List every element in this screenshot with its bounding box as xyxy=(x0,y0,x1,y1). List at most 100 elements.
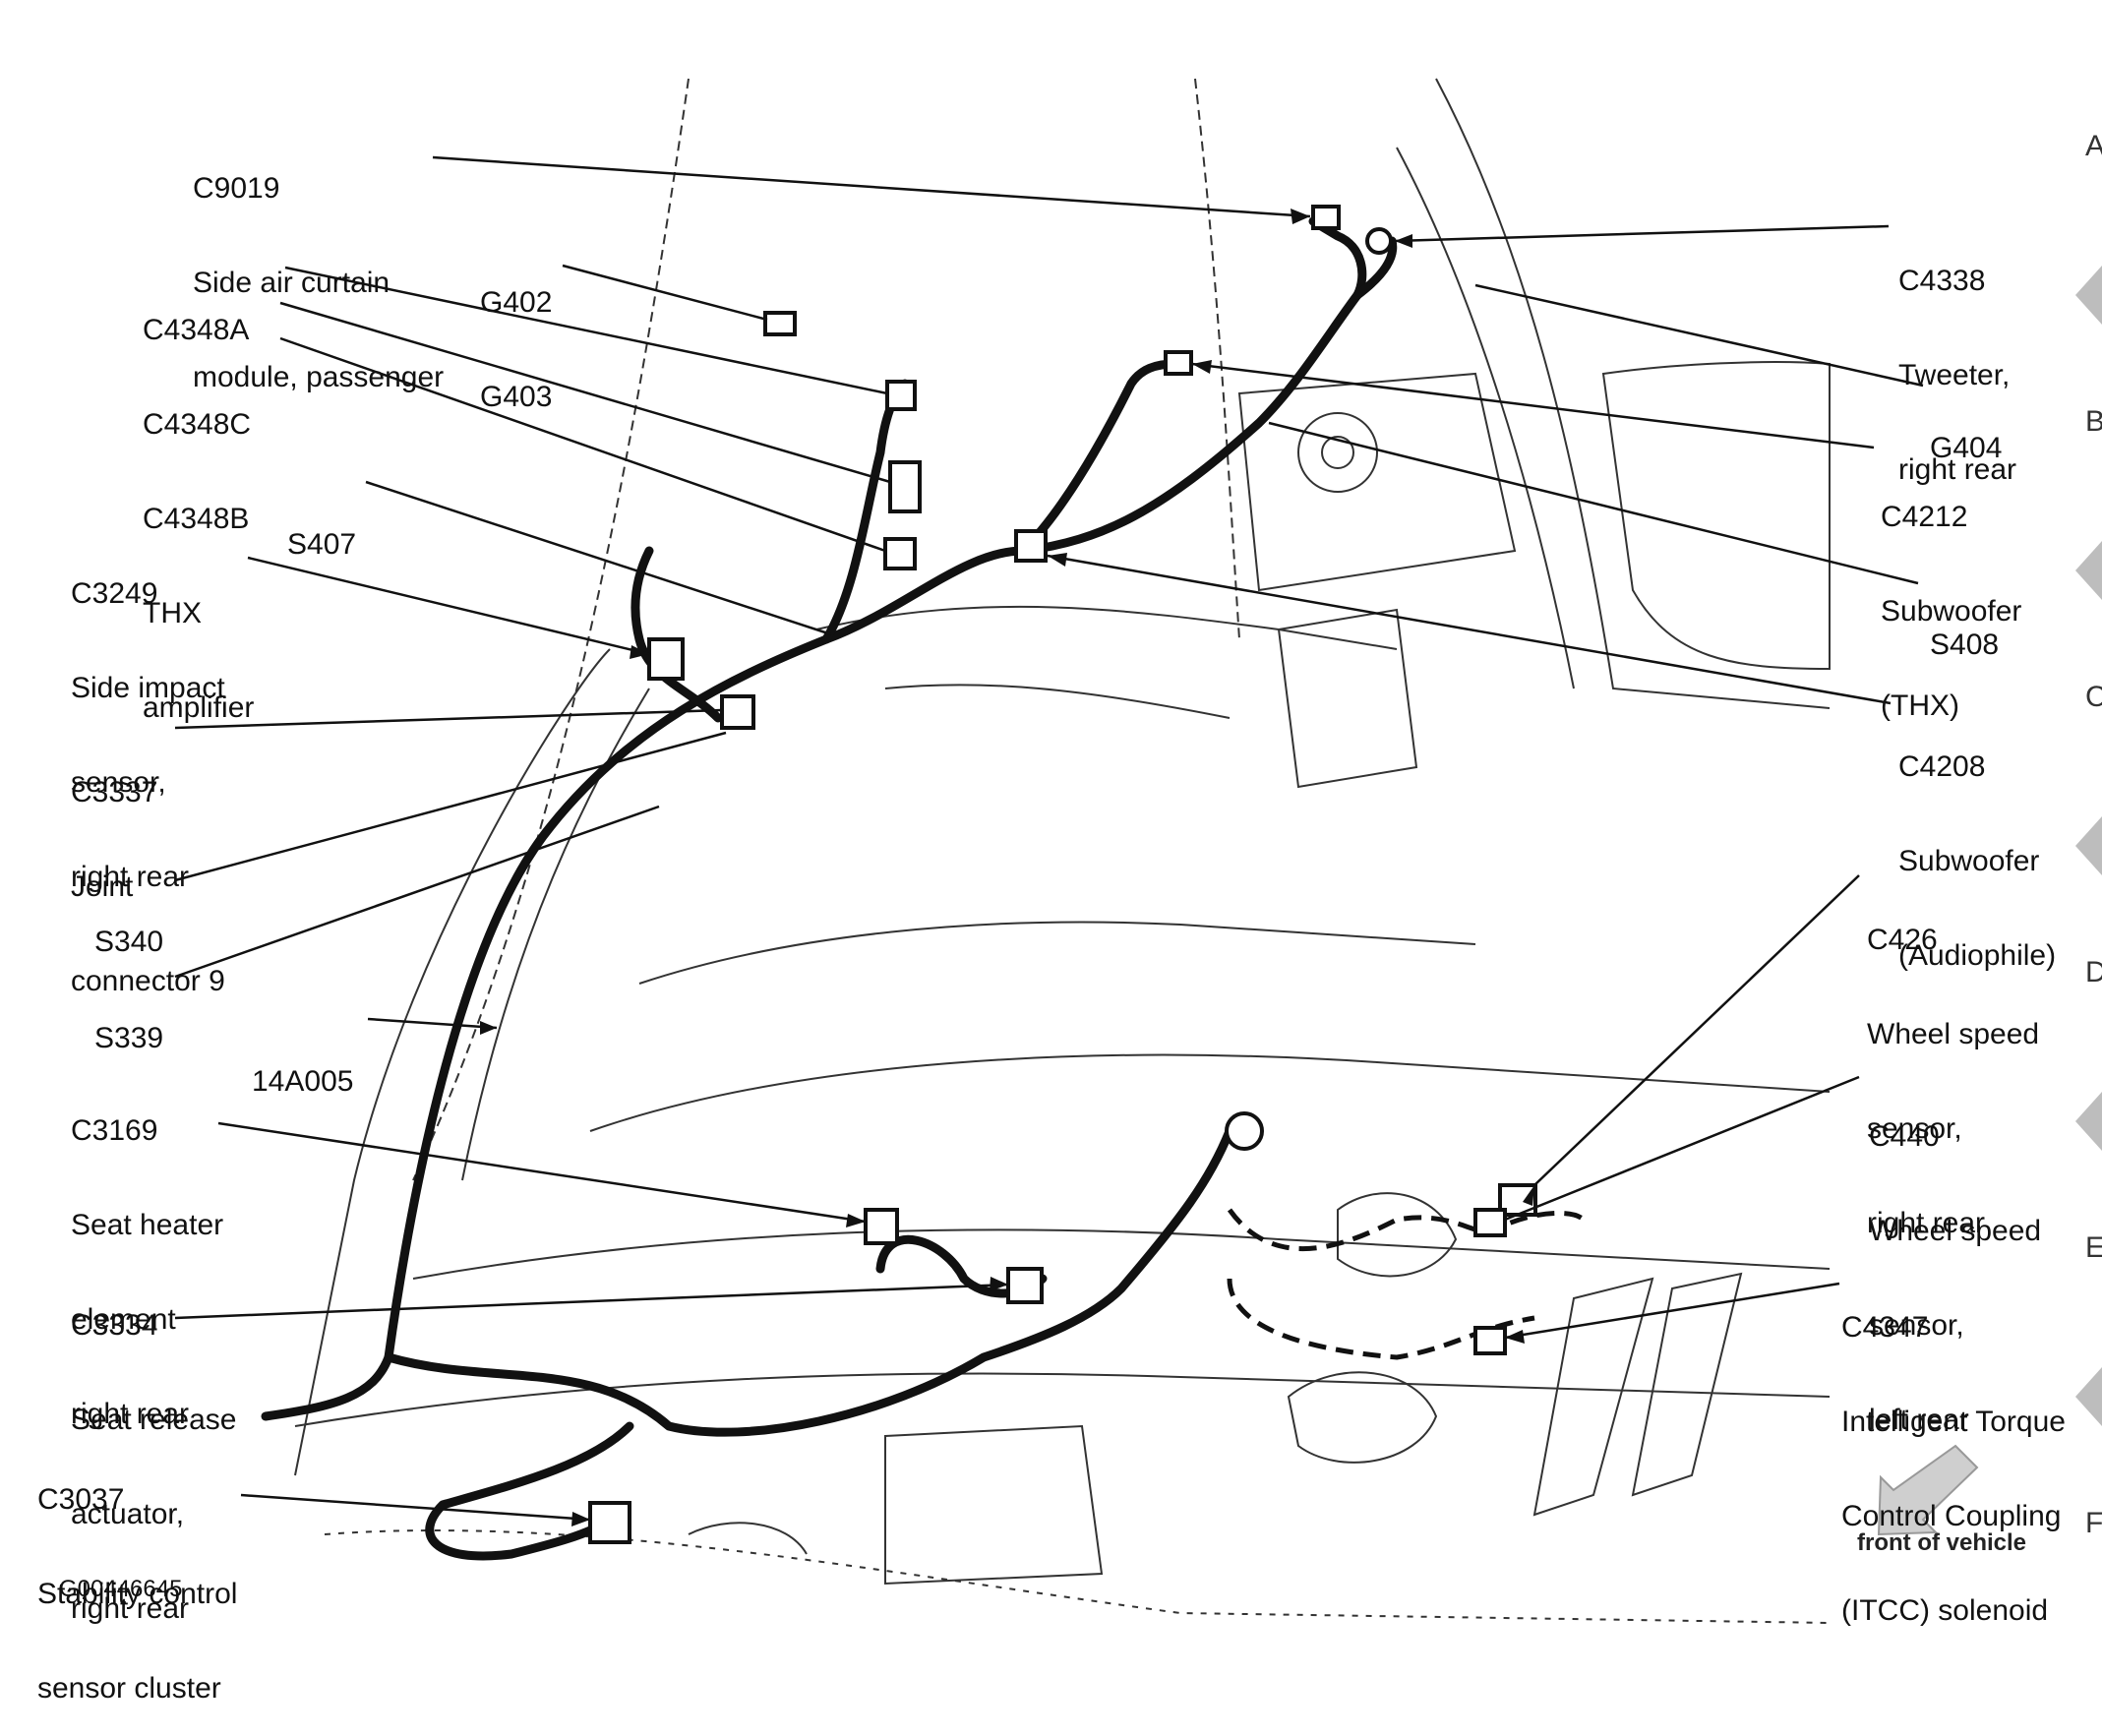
label-c3334-line3: actuator, xyxy=(71,1498,185,1530)
label-14a005-text: 14A005 xyxy=(252,1065,354,1098)
label-c3337-line2: Joint xyxy=(71,870,134,903)
connector-c440 xyxy=(1473,1208,1507,1237)
connector-c4212 xyxy=(1164,350,1193,376)
grommet xyxy=(1225,1111,1264,1151)
label-c9019-line2: Side air curtain xyxy=(193,267,390,299)
label-c3249: C3249 Side impact sensor, right rear xyxy=(71,515,225,925)
label-c3249-line2: Side impact xyxy=(71,672,225,704)
front-of-vehicle-label: front of vehicle xyxy=(1857,1529,2027,1556)
label-c3337-line3: connector 9 xyxy=(71,965,225,997)
label-s340: S340 xyxy=(94,864,163,989)
label-thx: THX xyxy=(143,597,202,629)
label-amplifier: amplifier xyxy=(143,691,255,724)
label-c4208-line2: Subwoofer xyxy=(1898,845,2040,877)
label-c9019-line3: module, passenger xyxy=(193,361,445,393)
label-c4347-line2: Intelligent Torque xyxy=(1841,1406,2066,1438)
label-s407-text: S407 xyxy=(287,528,357,561)
connector-c3337 xyxy=(720,694,755,730)
label-c4212-line3: (THX) xyxy=(1881,689,1959,722)
grid-letter-a: A xyxy=(2085,130,2102,162)
label-c3334-line2: Seat release xyxy=(71,1404,237,1436)
connector-c4348c xyxy=(888,460,922,513)
wiring-diagram xyxy=(174,78,2102,1624)
label-g404: G404 xyxy=(1930,370,2002,496)
label-c4338-line3: right rear xyxy=(1898,453,2017,486)
label-c3249-line1: C3249 xyxy=(71,577,158,610)
label-c4212-line1: C4212 xyxy=(1881,501,1968,533)
front-of-vehicle-arrow-icon xyxy=(1877,1444,1979,1536)
label-c440-line2: Wheel speed xyxy=(1869,1215,2042,1247)
label-c3334-line4: right rear xyxy=(71,1592,190,1625)
label-c4208: C4208 Subwoofer (Audiophile) xyxy=(1898,688,2056,1003)
label-c3169-line1: C3169 xyxy=(71,1114,158,1147)
connector-c4347 xyxy=(1473,1326,1507,1355)
label-c3334-line1: C3334 xyxy=(71,1309,158,1342)
label-c3337: C3337 Joint connector 9 xyxy=(71,714,225,1029)
label-c3337-line1: C3337 xyxy=(71,776,158,808)
label-c3169-line2: Seat heater xyxy=(71,1209,224,1241)
label-c426-line3: sensor, xyxy=(1867,1112,1962,1145)
arrowheads xyxy=(480,209,1534,1526)
ground-g402-g403 xyxy=(763,311,797,336)
label-c4212-line2: Subwoofer xyxy=(1881,595,2022,628)
label-g402-g403: G402 G403 xyxy=(480,224,552,445)
label-c4338: C4338 Tweeter, right rear xyxy=(1898,203,2016,517)
label-c4208-line1: C4208 xyxy=(1898,750,1986,783)
label-s339: S339 xyxy=(94,960,163,1086)
label-c426-line4: right rear xyxy=(1867,1207,1986,1239)
label-c4348c: C4348C xyxy=(143,408,252,441)
leader-lines xyxy=(174,155,1924,1522)
vehicle-body-outline xyxy=(294,78,1831,1624)
label-g402: G402 xyxy=(480,286,553,319)
label-c426: C426 Wheel speed sensor, right rear xyxy=(1867,862,2039,1271)
label-c4208-line3: (Audiophile) xyxy=(1898,939,2057,972)
label-s340-text: S340 xyxy=(94,926,164,958)
figure-id: G00446645 xyxy=(59,1576,183,1602)
label-c3169-line4: right rear xyxy=(71,1398,190,1430)
grid-letter-b: B xyxy=(2085,405,2102,438)
label-s339-text: S339 xyxy=(94,1022,164,1054)
label-c9019: C9019 Side air curtain module, passenger xyxy=(193,110,444,425)
connector-c9019 xyxy=(1311,205,1341,230)
label-c4347-line4: (ITCC) solenoid xyxy=(1841,1594,2049,1627)
label-s408: S408 xyxy=(1930,567,1999,692)
connector-c4348a xyxy=(885,380,917,411)
label-s408-text: S408 xyxy=(1930,629,2000,661)
label-c3037-line2: Stability control xyxy=(37,1578,238,1610)
connector-c3169 xyxy=(864,1208,899,1245)
label-s407: S407 xyxy=(287,466,356,592)
label-c440-line1: C440 xyxy=(1869,1120,1940,1153)
connector-c4348b xyxy=(883,537,917,570)
connector-c4208 xyxy=(1014,529,1048,563)
page-edge-arrows xyxy=(2075,266,2102,1426)
connector-symbols xyxy=(588,205,1537,1544)
grid-letter-c: C xyxy=(2085,681,2102,713)
grid-letter-f: F xyxy=(2085,1507,2102,1539)
label-c9019-line1: C9019 xyxy=(193,172,280,205)
dashed-harness xyxy=(1227,1208,1586,1360)
label-c4347-line3: Control Coupling xyxy=(1841,1500,2062,1532)
grid-letter-d: D xyxy=(2085,956,2102,988)
label-c4338-line1: C4338 xyxy=(1898,265,1986,297)
label-g403: G403 xyxy=(480,381,553,413)
label-c3334: C3334 Seat release actuator, right rear xyxy=(71,1247,236,1656)
label-c4347-line1: C4347 xyxy=(1841,1311,1929,1344)
label-c3249-line4: right rear xyxy=(71,861,190,893)
label-c440: C440 Wheel speed sensor, left rear xyxy=(1869,1058,2041,1467)
grid-letter-e: E xyxy=(2085,1231,2102,1264)
label-c3037-line3: sensor cluster xyxy=(37,1672,221,1705)
label-c440-line4: left rear xyxy=(1869,1404,1969,1436)
label-c3169: C3169 Seat heater element right rear xyxy=(71,1052,223,1462)
label-c4348a: C4348A xyxy=(143,314,250,346)
label-c426-line1: C426 xyxy=(1867,924,1938,956)
label-g404-text: G404 xyxy=(1930,432,2003,464)
label-c4212: C4212 Subwoofer (THX) xyxy=(1881,439,2021,753)
label-c3037-line1: C3037 xyxy=(37,1483,125,1516)
label-c4347: C4347 Intelligent Torque Control Couplin… xyxy=(1841,1249,2066,1658)
connector-c3334 xyxy=(1006,1267,1044,1304)
connector-c4338 xyxy=(1365,227,1393,255)
label-c426-line2: Wheel speed xyxy=(1867,1018,2040,1050)
label-c4348b: C4348B xyxy=(143,503,250,535)
label-c3169-line3: element xyxy=(71,1303,176,1336)
label-14a005: 14A005 xyxy=(252,1003,353,1129)
